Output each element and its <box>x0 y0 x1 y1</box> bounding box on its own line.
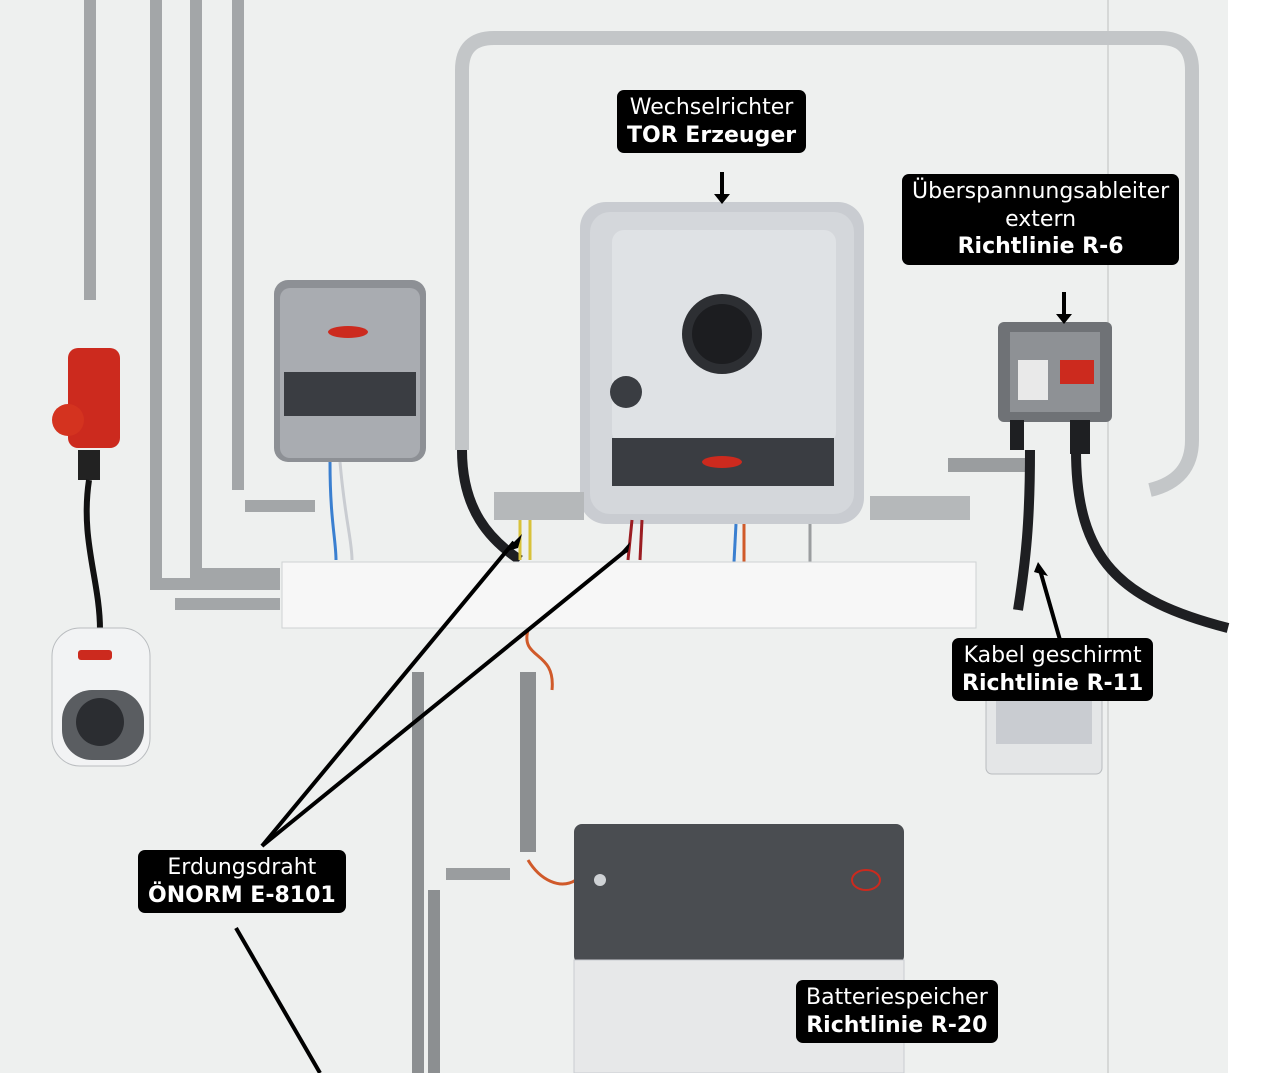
shielded-cable-label: Kabel geschirmt Richtlinie R-11 <box>952 638 1154 701</box>
white-cable-duct <box>281 561 977 629</box>
shielded-cable-label-line1: Kabel geschirmt <box>963 643 1142 668</box>
shielded-cable-label-line2: Richtlinie R-11 <box>962 670 1144 696</box>
battery-label: Batteriespeicher Richtlinie R-20 <box>796 980 998 1043</box>
inverter-wires <box>518 519 812 563</box>
inverter-label-line1: Wechselrichter <box>629 95 794 120</box>
main-inverter <box>580 202 864 524</box>
junction-box-right <box>870 496 970 520</box>
pointer-arrowheads <box>504 194 1072 576</box>
lower-conduits <box>412 629 577 1073</box>
shielded-cables <box>1013 449 1230 633</box>
red-cee-socket <box>52 348 120 631</box>
smart-meter-box <box>274 280 426 561</box>
surge-arrester-box <box>948 322 1112 472</box>
wallbox-charger <box>51 627 151 767</box>
battery-label-line2: Richtlinie R-20 <box>806 1012 988 1038</box>
surge-arrester-label-line1: Überspannungsableiter <box>912 179 1170 204</box>
black-flex-conduit <box>457 449 523 565</box>
wall-right-margin <box>1228 0 1280 1073</box>
grounding-wire-label: Erdungsdraht ÖNORM E-8101 <box>138 850 346 913</box>
grounding-wire-label-line2: ÖNORM E-8101 <box>148 882 336 908</box>
grounding-wire-label-line1: Erdungsdraht <box>167 855 317 880</box>
inverter-label: Wechselrichter TOR Erzeuger <box>617 90 807 153</box>
surge-arrester-label-line2: Richtlinie R-6 <box>957 234 1124 259</box>
overhead-conduit <box>455 31 1199 497</box>
junction-box-left <box>494 492 584 520</box>
battery-storage <box>573 824 905 1073</box>
surge-arrester-label: Überspannungsableiter extern Richtlinie … <box>902 174 1180 265</box>
distribution-panel <box>985 679 1103 775</box>
battery-label-line1: Batteriespeicher <box>806 985 988 1010</box>
surge-arrester-label-line1b: extern <box>1005 206 1077 232</box>
pointer-lines <box>234 172 1066 1073</box>
inverter-label-line2: TOR Erzeuger <box>627 122 797 148</box>
left-conduits <box>84 0 315 610</box>
